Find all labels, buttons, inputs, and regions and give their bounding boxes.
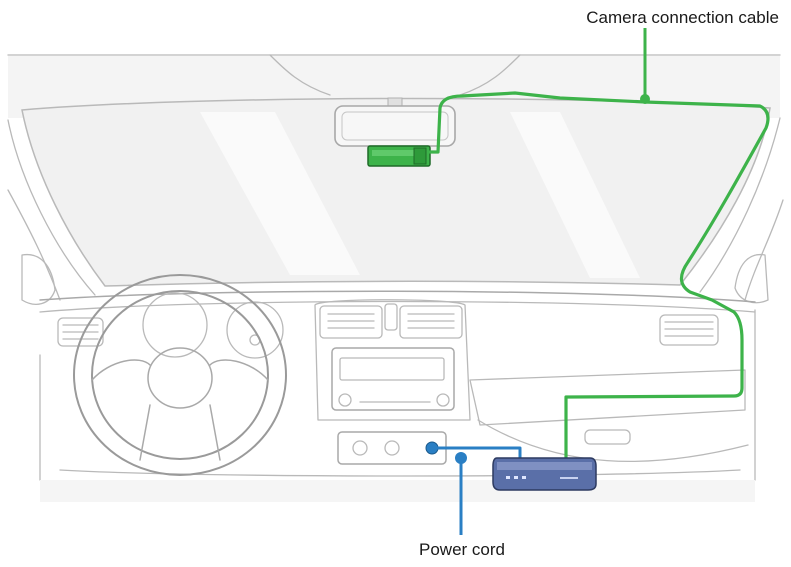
car-interior [7,54,784,502]
dashcam-front-camera-icon [367,145,431,167]
rearview-mirror [334,97,456,147]
glass-reflection [200,112,360,275]
dashcam-main-unit-icon [492,457,597,491]
camera-connection-cable [428,91,770,460]
glass-reflection [510,112,640,278]
power-cord-label: Power cord [419,540,505,559]
power-cord [432,446,522,458]
steering-wheel [73,274,287,476]
floor [40,480,755,502]
camera-cable-callout-dot [640,94,650,104]
camera-cable-label: Camera connection cable [586,8,779,27]
power-cord-callout-dot [455,452,467,464]
